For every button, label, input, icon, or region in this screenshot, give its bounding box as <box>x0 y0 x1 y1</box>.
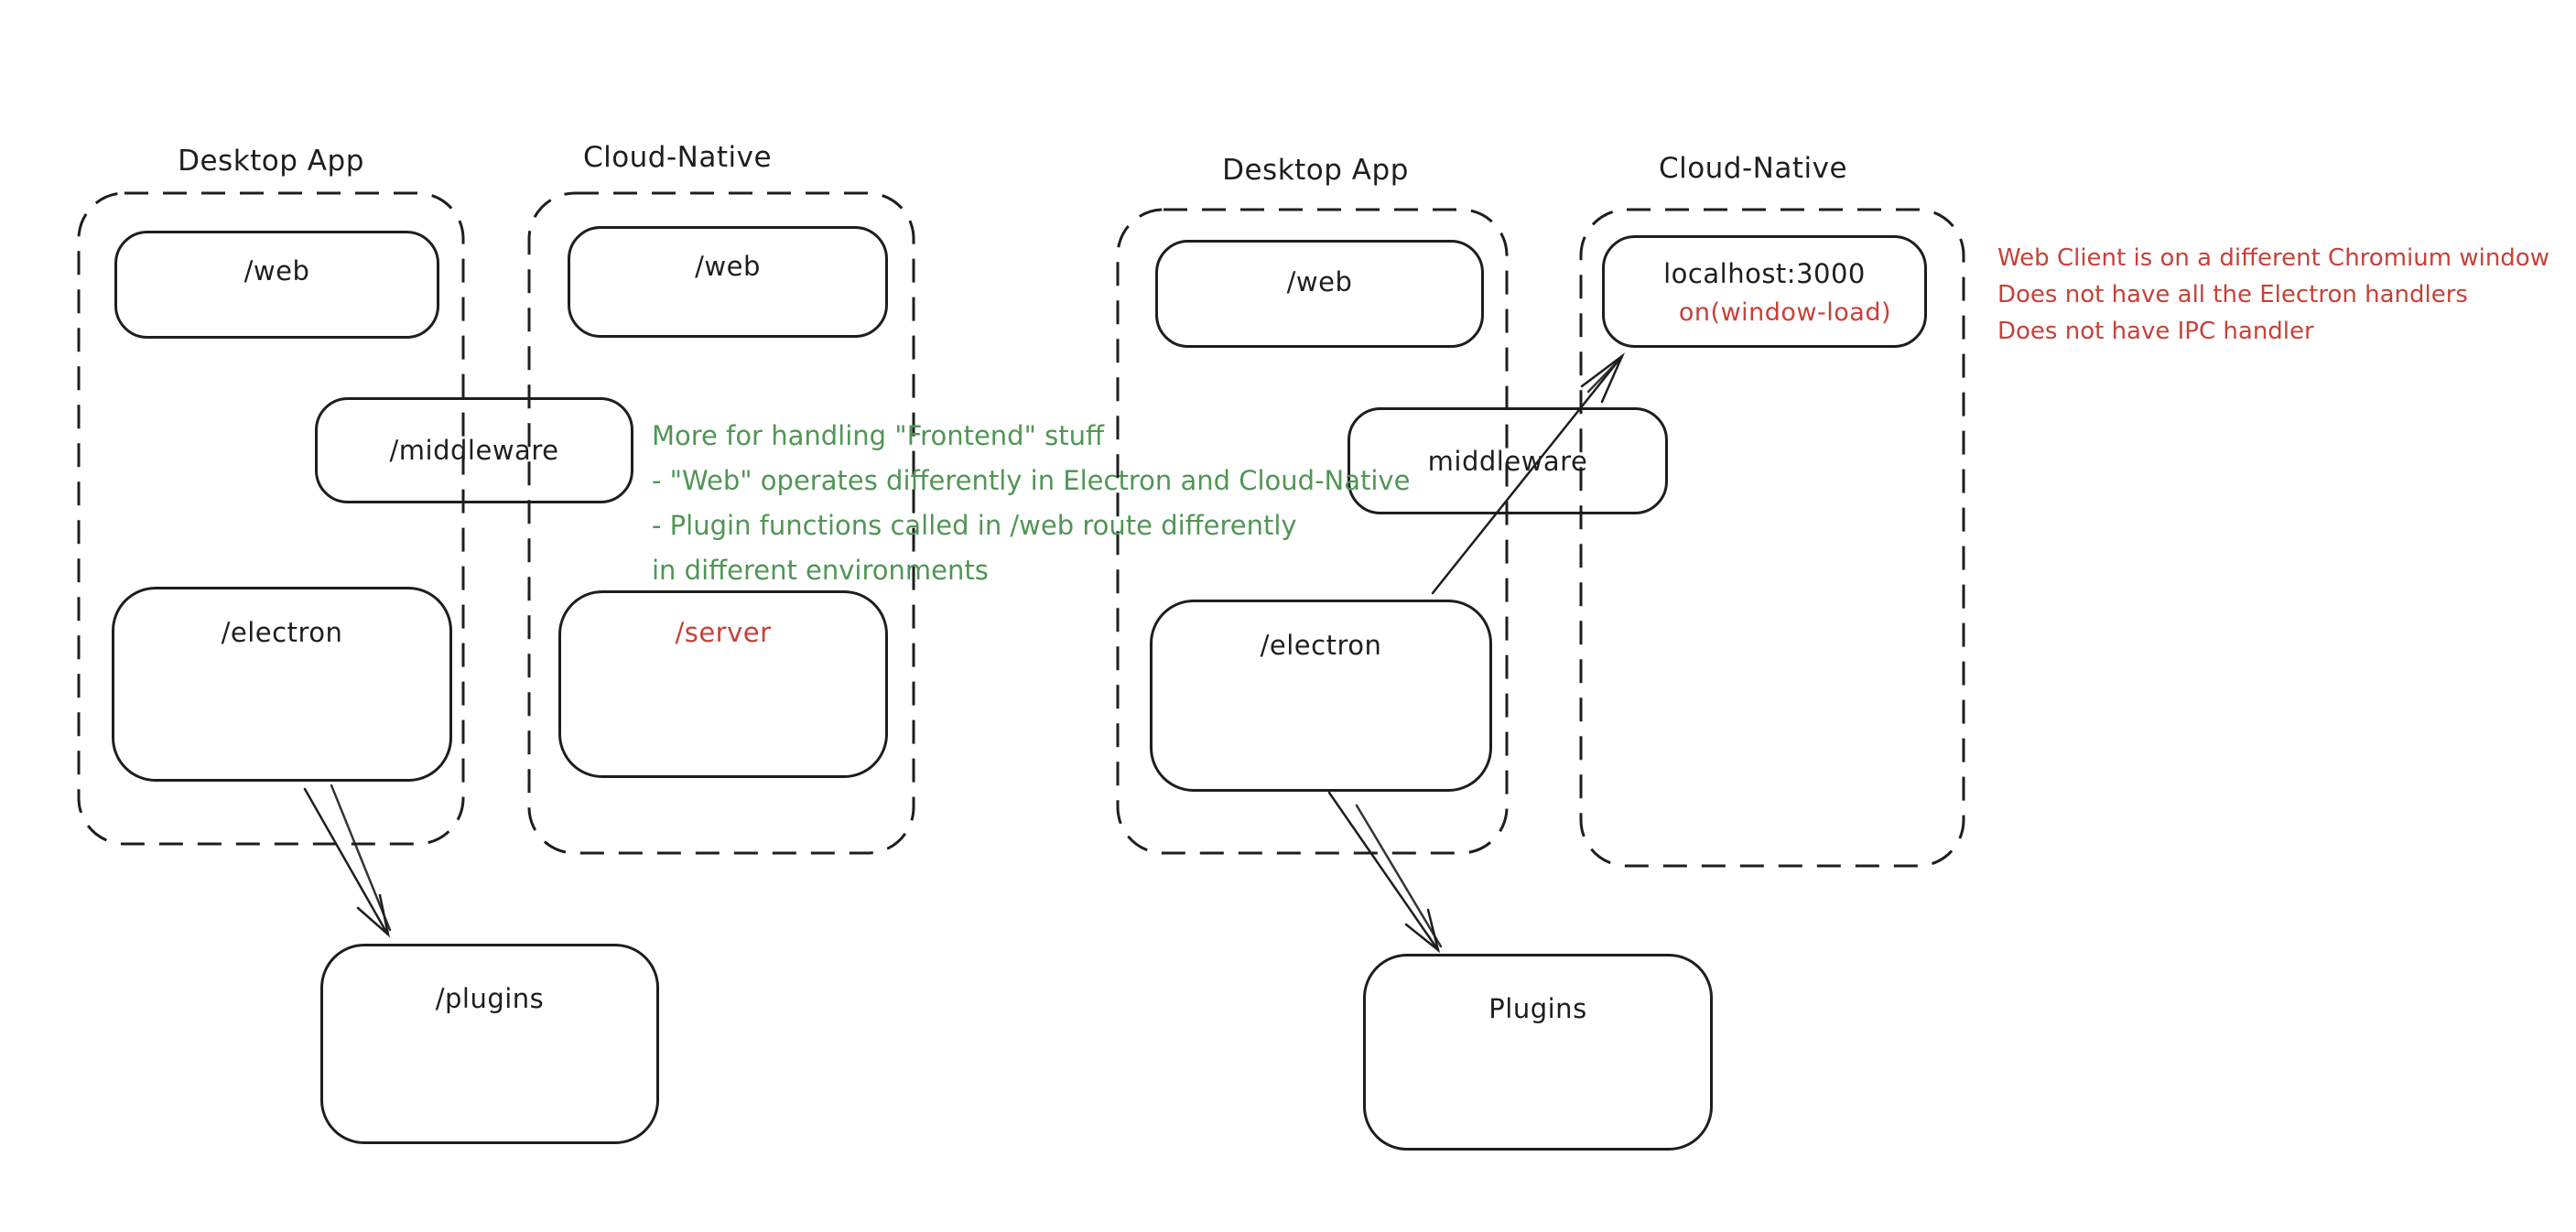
electron-box-right: /electron <box>1150 600 1492 792</box>
server-box-label: /server <box>675 617 772 648</box>
electron-box-left: /electron <box>112 587 452 782</box>
frontend-note-line: - "Web" operates differently in Electron… <box>652 465 1411 496</box>
electron-box-left-label: /electron <box>221 617 343 648</box>
middleware-box-left: /middleware <box>315 397 633 503</box>
desktop-app-title-left: Desktop App <box>178 145 364 178</box>
web-box-desktop-left: /web <box>114 231 439 339</box>
localhost-box: localhost:3000 on(window-load) <box>1602 235 1927 348</box>
frontend-note-line: in different environments <box>652 555 989 586</box>
plugins-box-left-label: /plugins <box>435 983 545 1014</box>
electron-box-right-label: /electron <box>1260 630 1382 661</box>
web-box-cloud-left-label: /web <box>695 251 761 282</box>
window-load-label: on(window-load) <box>1678 298 1891 327</box>
plugins-box-right: Plugins <box>1363 954 1713 1151</box>
arrow-electron-to-plugins-left <box>303 784 392 938</box>
web-box-right: /web <box>1155 240 1484 348</box>
cloud-native-title-right: Cloud-Native <box>1658 152 1848 185</box>
web-box-desktop-left-label: /web <box>244 255 310 286</box>
frontend-note: More for handling "Frontend" stuff - "We… <box>652 414 1410 593</box>
web-client-note-line: Does not have all the Electron handlers <box>1997 281 2468 308</box>
web-box-right-label: /web <box>1286 266 1353 297</box>
desktop-app-title-right: Desktop App <box>1222 154 1409 187</box>
cloud-native-title-left: Cloud-Native <box>582 141 773 174</box>
web-box-cloud-left: /web <box>568 226 888 338</box>
web-client-note: Web Client is on a different Chromium wi… <box>1997 240 2549 350</box>
arrow-electron-to-plugins-right <box>1327 791 1443 954</box>
web-client-note-line: Web Client is on a different Chromium wi… <box>1997 244 2549 272</box>
plugins-box-left: /plugins <box>320 944 659 1144</box>
server-box: /server <box>558 590 888 778</box>
frontend-note-line: More for handling "Frontend" stuff <box>652 420 1104 451</box>
plugins-box-right-label: Plugins <box>1488 993 1587 1024</box>
localhost-box-label: localhost:3000 <box>1663 258 1866 289</box>
frontend-note-line: - Plugin functions called in /web route … <box>652 510 1297 541</box>
web-client-note-line: Does not have IPC handler <box>1997 318 2314 345</box>
middleware-box-left-label: /middleware <box>389 435 559 466</box>
